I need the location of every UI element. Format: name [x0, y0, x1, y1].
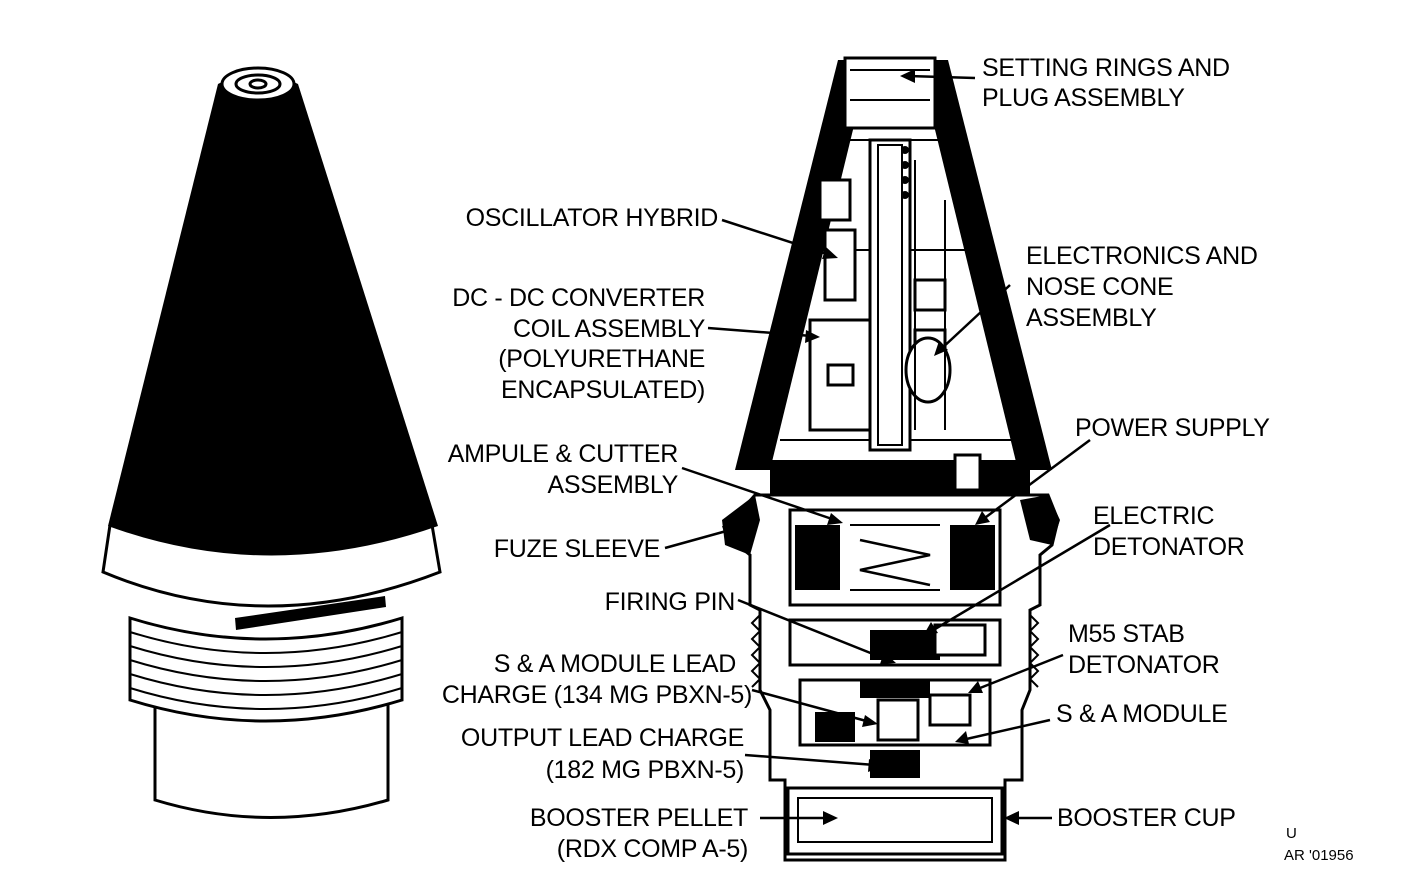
label-booster-cup: BOOSTER CUP	[1057, 804, 1236, 832]
label-output-lead-line1: OUTPUT LEAD CHARGE	[461, 724, 744, 752]
label-m55-line1: M55 STAB	[1068, 620, 1185, 648]
label-sa-lead-line1: S & A MODULE LEAD	[494, 650, 736, 678]
sa-module	[798, 678, 992, 747]
figure-code-line2: AR '01956	[1284, 847, 1354, 864]
label-oscillator: OSCILLATOR HYBRID	[466, 204, 718, 232]
ampule-cutter-housing	[788, 508, 1002, 607]
fuze-exterior-view	[101, 66, 442, 819]
electronics-stack	[808, 138, 952, 452]
label-booster-pellet-line1: BOOSTER PELLET	[530, 804, 748, 832]
label-setting-rings-line1: SETTING RINGS AND	[982, 54, 1230, 82]
label-ampule-line1: AMPULE & CUTTER	[448, 440, 678, 468]
label-ampule-line2: ASSEMBLY	[547, 471, 678, 499]
label-electric-det-line2: DETONATOR	[1093, 533, 1245, 561]
label-setting-rings-line2: PLUG ASSEMBLY	[982, 84, 1185, 112]
label-fuze-sleeve: FUZE SLEEVE	[494, 535, 660, 563]
leader-lines	[664, 69, 1111, 825]
figure-code-line1: U	[1286, 825, 1297, 842]
fuze-marking	[235, 596, 386, 630]
label-power-supply: POWER SUPPLY	[1075, 414, 1270, 442]
label-sa-module: S & A MODULE	[1056, 700, 1227, 728]
label-electric-det-line1: ELECTRIC	[1093, 502, 1214, 530]
cutaway-right-wall	[918, 60, 1052, 470]
label-sa-lead-line2: CHARGE (134 MG PBXN-5)	[442, 681, 752, 709]
label-m55-line2: DETONATOR	[1068, 651, 1220, 679]
fuze-nose-cone	[108, 74, 438, 556]
fuze-threads	[128, 615, 404, 723]
setting-rings-plug	[843, 56, 937, 130]
electronics-base	[770, 460, 1030, 495]
fuze-tip-rings	[220, 66, 296, 102]
fuze-cutaway-view	[722, 56, 1060, 862]
label-dcdc-line2: COIL ASSEMBLY	[513, 315, 706, 343]
label-dcdc-line1: DC - DC CONVERTER	[452, 284, 705, 312]
detonator-plate	[788, 618, 1002, 667]
callout-labels: SETTING RINGS AND PLUG ASSEMBLY OSCILLAT…	[442, 54, 1354, 864]
label-electronics-line2: NOSE CONE	[1026, 273, 1173, 301]
label-dcdc-line3: (POLYURETHANE	[498, 345, 705, 373]
label-dcdc-line4: ENCAPSULATED)	[501, 376, 705, 404]
label-firing-pin: FIRING PIN	[605, 588, 735, 616]
label-booster-pellet-line2: (RDX COMP A-5)	[557, 835, 748, 863]
cutaway-left-wall	[735, 60, 870, 470]
label-output-lead-line2: (182 MG PBXN-5)	[546, 756, 744, 784]
label-electronics-line1: ELECTRONICS AND	[1026, 242, 1258, 270]
label-electronics-line3: ASSEMBLY	[1026, 304, 1157, 332]
